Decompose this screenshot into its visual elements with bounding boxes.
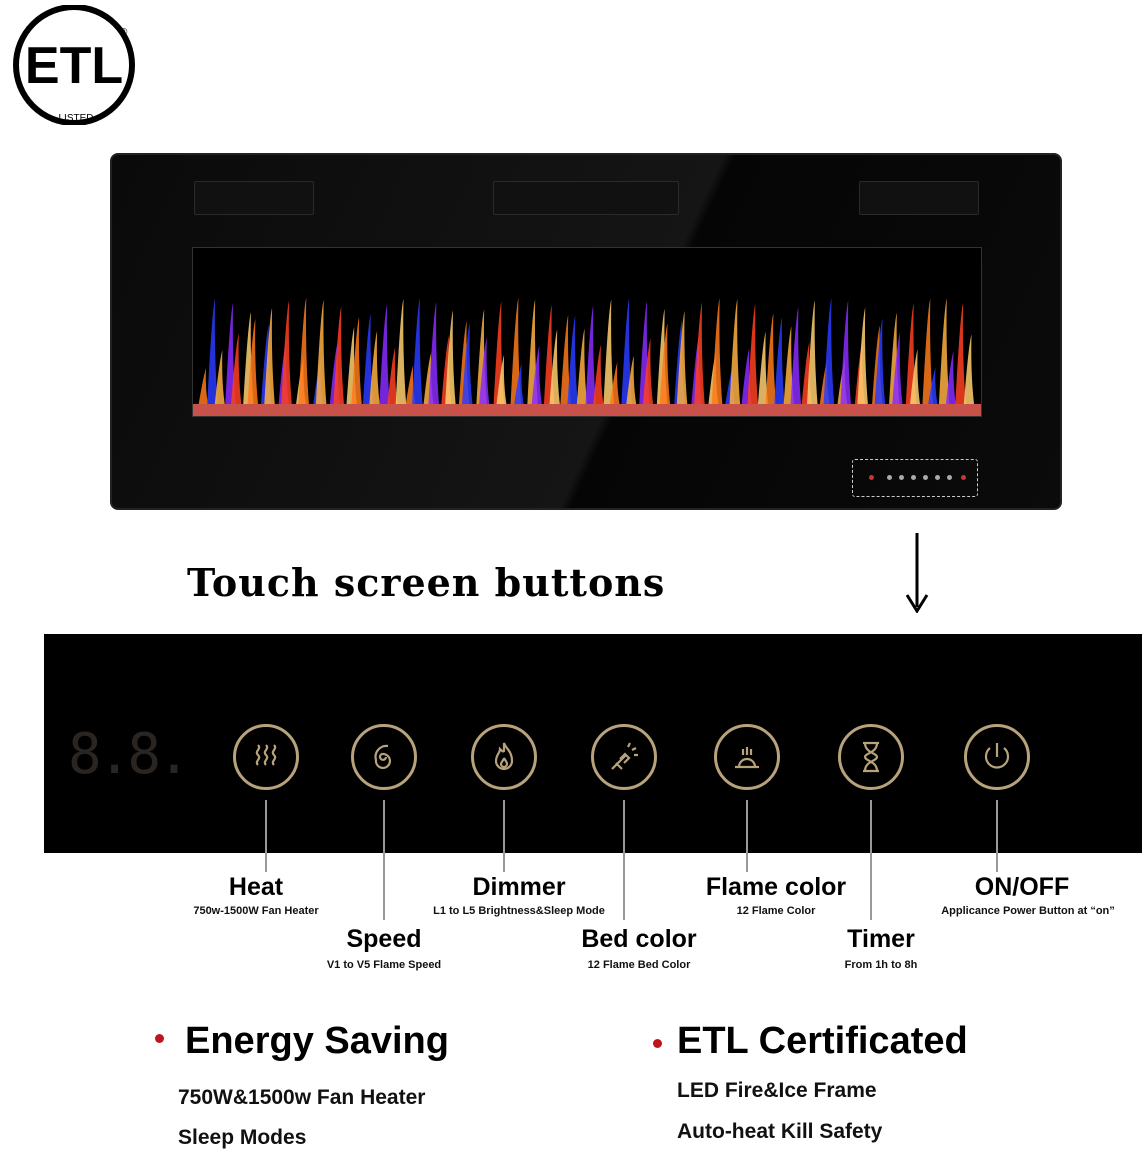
vent — [194, 181, 314, 215]
button-description: L1 to L5 Brightness&Sleep Mode — [433, 905, 605, 917]
button-label: Bed color — [581, 925, 697, 953]
flame-color-icon — [735, 747, 759, 769]
button-label: Timer — [847, 925, 915, 953]
led-display: 8.8. — [68, 722, 191, 787]
bullet-icon — [653, 1039, 662, 1048]
button-label: Dimmer — [472, 873, 566, 901]
feature-line: Auto-heat Kill Safety — [677, 1120, 883, 1143]
feature-line: 750W&1500w Fan Heater — [178, 1086, 426, 1109]
hourglass-icon — [863, 741, 879, 773]
button-label: ON/OFF — [974, 873, 1070, 901]
button-label: Flame color — [705, 873, 847, 901]
flame-button[interactable] — [471, 724, 537, 790]
heat-waves-icon — [255, 744, 277, 766]
power-button[interactable] — [964, 724, 1030, 790]
button-description: 12 Flame Bed Color — [587, 959, 691, 971]
etl-listed-logo: ETL ® LISTED — [13, 5, 135, 125]
bed-light-button[interactable] — [591, 724, 657, 790]
section-title: Touch screen buttons — [187, 560, 666, 605]
leader-line — [746, 800, 748, 872]
button-description: 750w-1500W Fan Heater — [193, 905, 319, 917]
leader-line — [623, 800, 625, 920]
control-panel-highlight — [852, 459, 978, 497]
hourglass-button[interactable] — [838, 724, 904, 790]
feature-line: Sleep Modes — [178, 1126, 307, 1149]
spiral-button[interactable] — [351, 724, 417, 790]
heat-waves-button[interactable] — [233, 724, 299, 790]
arrow-down-icon — [905, 533, 929, 613]
button-label: Speed — [346, 925, 422, 953]
bed-light-icon — [611, 742, 638, 770]
svg-text:ETL: ETL — [25, 37, 123, 95]
feature-line: LED Fire&Ice Frame — [677, 1079, 877, 1102]
leader-line — [503, 800, 505, 872]
bullet-icon — [155, 1034, 164, 1043]
button-description: V1 to V5 Flame Speed — [326, 959, 442, 971]
svg-text:LISTED: LISTED — [58, 113, 93, 124]
feature-heading: Energy Saving — [185, 1020, 449, 1062]
vent — [859, 181, 979, 215]
button-description: From 1h to 8h — [844, 959, 918, 971]
leader-line — [265, 800, 267, 872]
leader-line — [870, 800, 872, 920]
feature-heading: ETL Certificated — [677, 1020, 968, 1062]
vent — [493, 181, 679, 215]
button-description: 12 Flame Color — [736, 905, 816, 917]
svg-text:®: ® — [120, 27, 128, 38]
button-label: Heat — [228, 873, 284, 901]
button-description: Applicance Power Button at “on” — [941, 905, 1115, 917]
flame-color-button[interactable] — [714, 724, 780, 790]
spiral-icon — [374, 744, 391, 769]
firebox — [192, 247, 982, 417]
flame-icon — [494, 742, 514, 771]
leader-line — [996, 800, 998, 872]
fireplace-image — [110, 153, 1062, 510]
power-icon — [984, 743, 1010, 769]
leader-line — [383, 800, 385, 920]
